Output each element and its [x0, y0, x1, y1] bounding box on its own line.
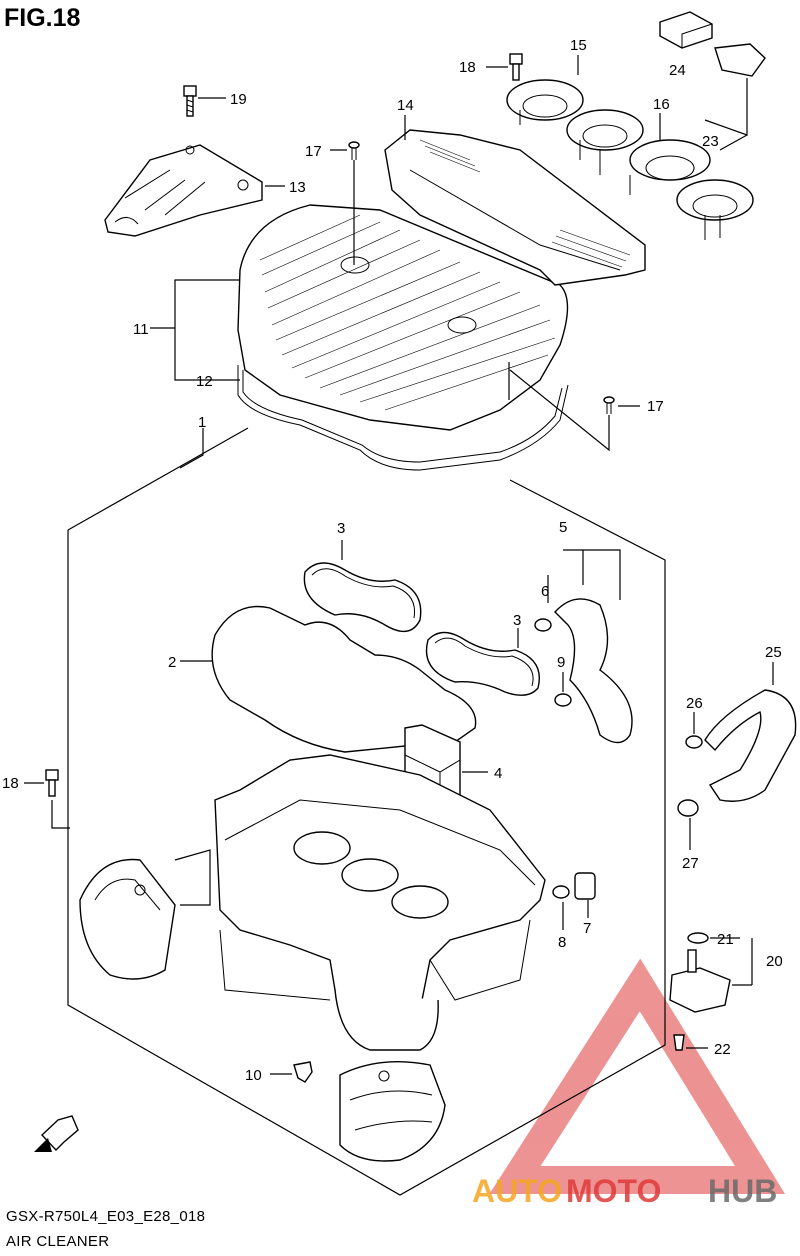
callout-14: 14 — [397, 97, 414, 114]
callout-19: 19 — [230, 91, 247, 108]
leader-1 — [179, 428, 204, 469]
callout-18b: 18 — [2, 775, 19, 792]
part-22-screw — [673, 1034, 708, 1051]
part-5-hose — [547, 549, 633, 744]
fwd-arrow-icon — [34, 1115, 79, 1152]
callout-4: 4 — [494, 765, 502, 782]
part-21-oring — [687, 932, 740, 944]
callout-21: 21 — [717, 931, 734, 948]
part-15-funnel — [506, 79, 644, 175]
callout-5: 5 — [559, 519, 567, 536]
part-16-funnel — [629, 139, 754, 240]
part-20-sensor-assembly — [669, 938, 753, 1013]
part-18-bolt-left — [24, 769, 70, 829]
callout-1: 1 — [198, 414, 206, 431]
part-27-clamp — [677, 799, 699, 850]
watermark-logo — [489, 958, 786, 1194]
callout-18a: 18 — [459, 59, 476, 76]
part-7-cap — [574, 872, 596, 918]
part-6-clamp — [534, 618, 552, 632]
part-10-clip — [270, 1061, 313, 1083]
watermark-hub: HUB — [708, 1173, 777, 1209]
part-8-clamp — [552, 885, 570, 930]
part-14-filter-element — [384, 129, 646, 286]
assembly-outline — [67, 427, 666, 1196]
part-26-clamp — [685, 712, 703, 749]
part-25-hose — [704, 662, 797, 802]
air-cleaner-case — [214, 754, 546, 1051]
intake-duct-lower — [339, 1061, 446, 1162]
callout-3a: 3 — [337, 520, 345, 537]
callout-10: 10 — [245, 1067, 262, 1084]
callout-7: 7 — [583, 920, 591, 937]
callout-20: 20 — [766, 953, 783, 970]
callout-12: 12 — [196, 373, 213, 390]
callout-6: 6 — [541, 583, 549, 600]
callout-8: 8 — [558, 934, 566, 951]
part-23-connector — [704, 43, 766, 151]
watermark-auto: AUTO — [472, 1173, 562, 1209]
part-17-screw-top — [330, 141, 360, 265]
callout-23: 23 — [702, 133, 719, 150]
callout-25: 25 — [765, 644, 782, 661]
leader-11-12 — [150, 279, 240, 381]
part-13-bracket — [104, 144, 263, 237]
callout-17a: 17 — [305, 143, 322, 160]
callout-24: 24 — [669, 62, 686, 79]
part-17-screw-right — [508, 362, 640, 452]
part-12-gasket — [237, 365, 569, 471]
part-24-sensor — [659, 11, 713, 49]
watermark-moto: MOTO — [566, 1173, 661, 1209]
part-9-clamp — [554, 672, 572, 707]
intake-duct-left — [79, 849, 211, 980]
part-11-air-cleaner-cover — [237, 204, 569, 431]
callout-9: 9 — [557, 654, 565, 671]
callout-16: 16 — [653, 96, 670, 113]
part-2-seal — [211, 605, 477, 753]
callout-15: 15 — [570, 37, 587, 54]
model-code: GSX-R750L4_E03_E28_018 — [6, 1208, 206, 1225]
callout-27: 27 — [682, 855, 699, 872]
part-19-bolt — [183, 85, 226, 117]
callout-2: 2 — [168, 654, 176, 671]
watermark-text: AUTO MOTO HUB — [472, 1173, 777, 1209]
figure-title: FIG.18 — [4, 4, 81, 32]
callout-26: 26 — [686, 695, 703, 712]
callout-22: 22 — [714, 1041, 731, 1058]
section-name: AIR CLEANER — [6, 1233, 110, 1250]
part-3-gasket-a — [303, 562, 422, 633]
callout-11: 11 — [133, 321, 149, 338]
callout-17b: 17 — [647, 398, 664, 415]
callout-3b: 3 — [513, 612, 521, 629]
callout-labels: 1 2 3 3 4 5 6 7 8 9 10 11 12 13 14 15 16… — [2, 37, 783, 1084]
part-3-gasket-b — [425, 631, 540, 696]
part-18-bolt-top — [486, 53, 523, 81]
callout-13: 13 — [289, 179, 306, 196]
